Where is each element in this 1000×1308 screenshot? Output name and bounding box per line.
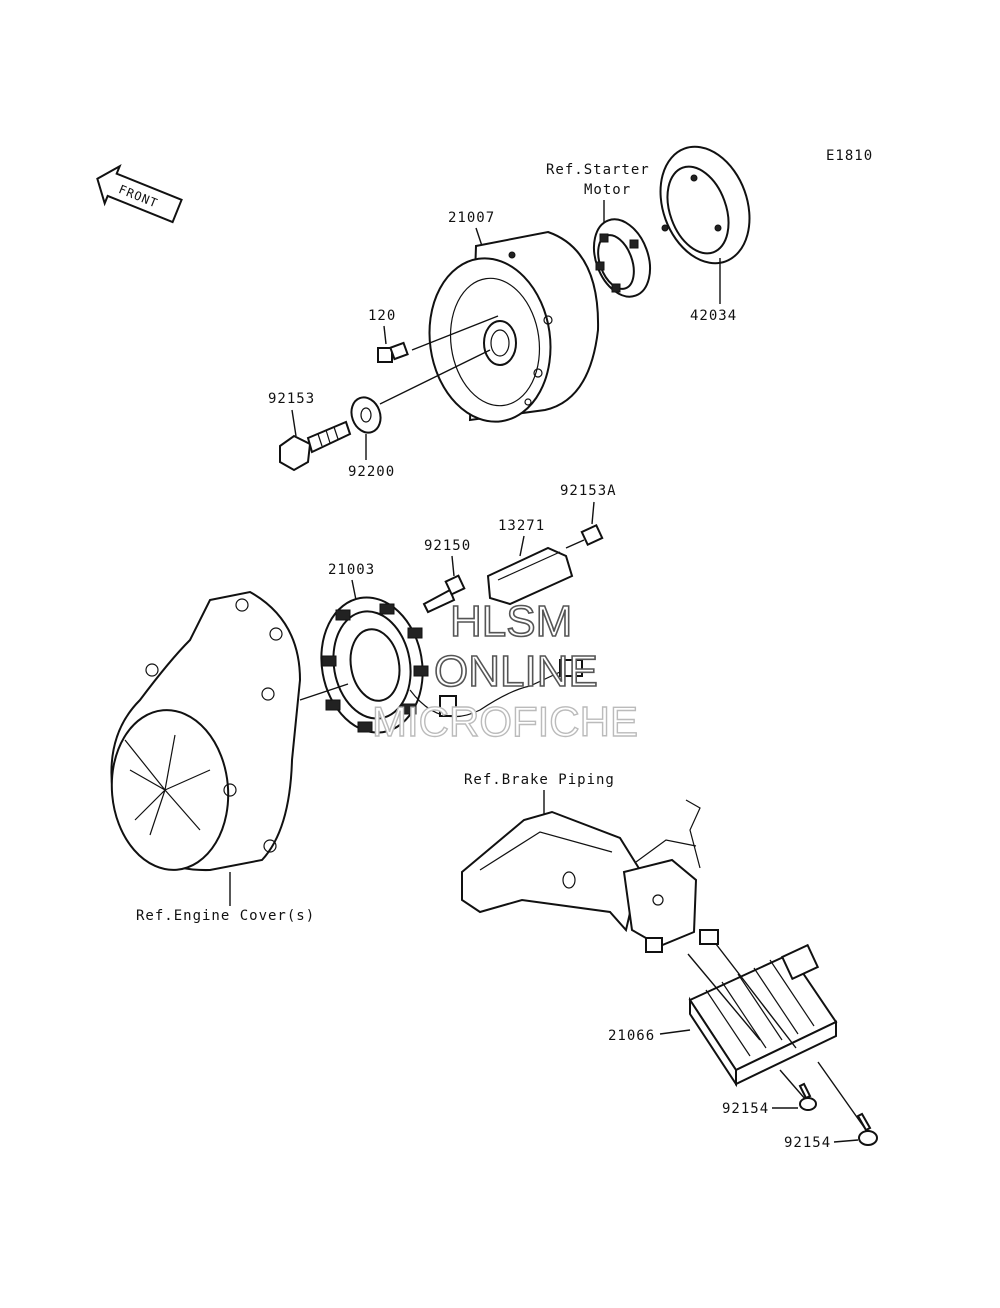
small-bolt-120 [377,341,409,363]
watermark-line3: MICROFICHE [372,698,638,745]
mounting-bracket [461,799,719,953]
ref-starter-line2: Motor [584,182,631,198]
regulator-rectifier [688,943,838,1088]
ref-engine-cover: Ref.Engine Cover(s) [136,908,315,924]
part-label-13271: 13271 [498,518,545,534]
flywheel-rotor [428,230,600,423]
washer-92200 [350,396,382,434]
part-label-120: 120 [368,308,396,324]
part-label-21007: 21007 [448,210,495,226]
part-label-92200: 92200 [348,464,395,480]
part-label-92150: 92150 [424,538,471,554]
flange-bolt-92153 [279,420,352,472]
ref-brake-piping: Ref.Brake Piping [464,772,615,788]
bolt-92153A [580,523,604,547]
regulator-bolt-2 [856,1112,878,1146]
cable-plate-13271 [486,546,574,606]
part-label-92154-b: 92154 [784,1135,831,1151]
watermark-line2: ONLINE [434,647,598,696]
part-label-92153A: 92153A [560,483,617,499]
ref-starter-line1: Ref.Starter [546,162,650,178]
engine-cover [110,590,302,872]
part-label-21066: 21066 [608,1028,655,1044]
starter-one-way-clutch [592,218,652,298]
diagram-code: E1810 [826,148,873,164]
watermark-line1: HLSM [450,597,572,646]
connector-b [559,659,583,677]
starter-clutch-ring [659,145,751,265]
part-label-21003: 21003 [328,562,375,578]
regulator-bolt-1 [798,1082,817,1111]
stator-coil [320,596,429,734]
stator-bolt-92150 [422,574,466,614]
part-label-92153: 92153 [268,391,315,407]
part-label-92154-a: 92154 [722,1101,769,1117]
connector-a [439,695,457,717]
part-label-42034: 42034 [690,308,737,324]
front-arrow-icon: FRONT [96,163,183,224]
